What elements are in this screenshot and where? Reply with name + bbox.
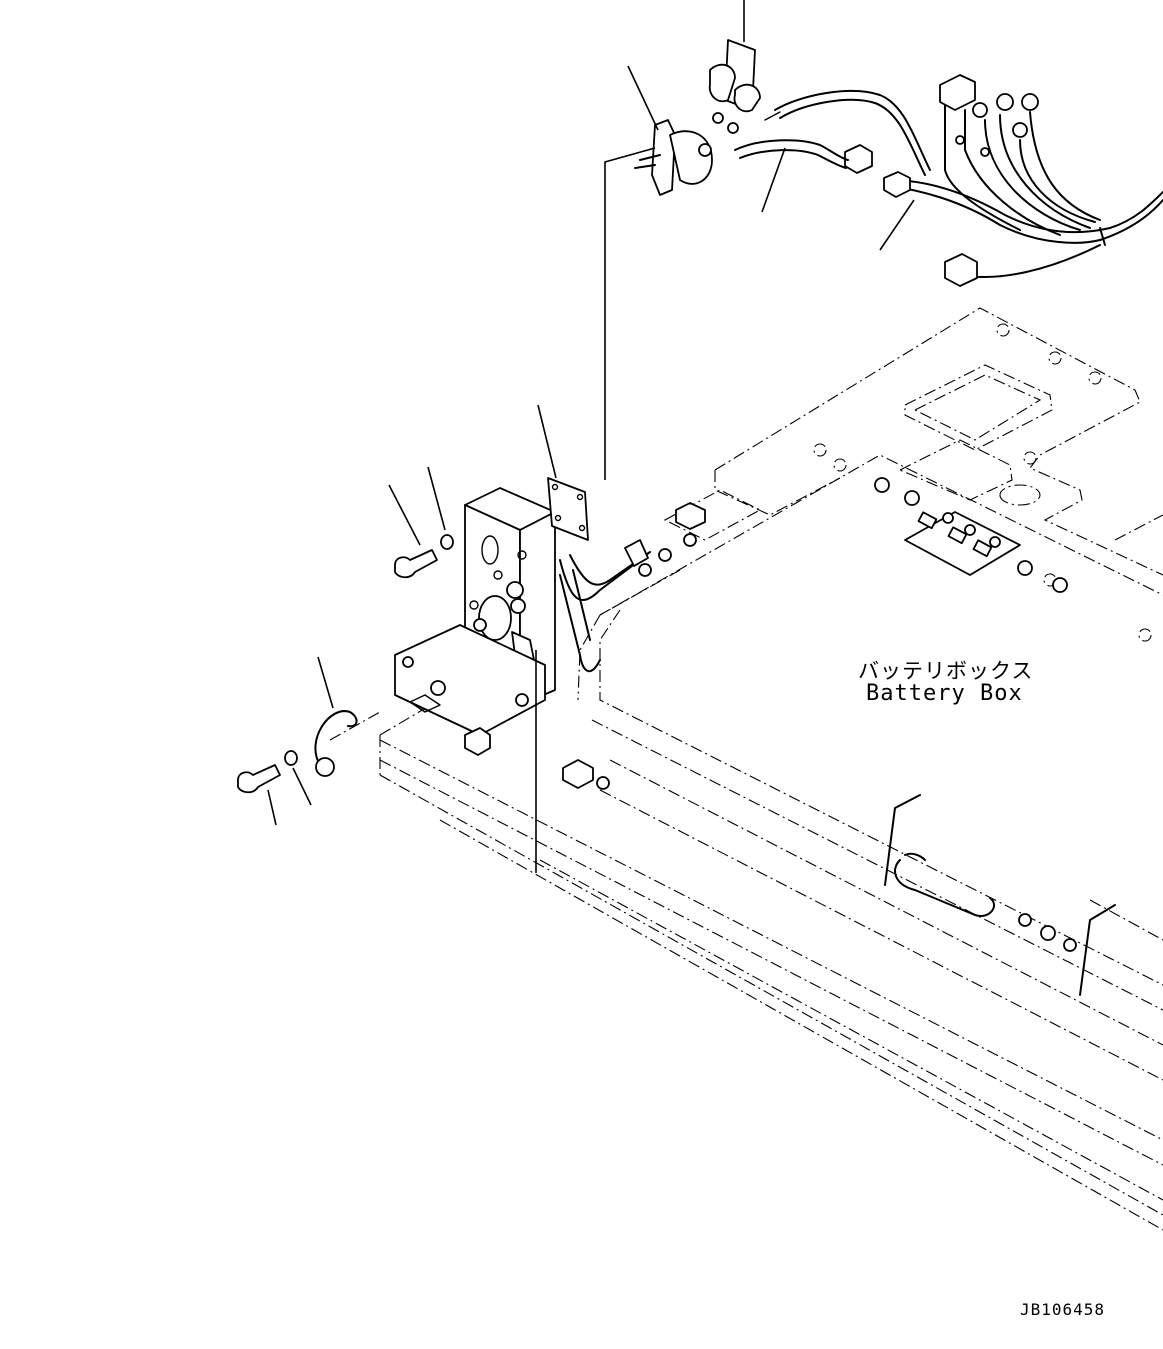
leader-lines — [267, 0, 915, 873]
wiring-harness — [712, 74, 1163, 287]
fasteners — [237, 534, 454, 794]
battery-box-outline — [379, 307, 1163, 1231]
drawing-number: JB106458 — [1020, 1300, 1106, 1319]
battery-box-hardware — [562, 477, 1116, 996]
battery-box-label-en: Battery Box — [866, 681, 1023, 706]
switch-bracket — [394, 477, 651, 756]
battery-box-label-jp: バッテリボックス — [858, 659, 1034, 683]
terminal-covers — [708, 39, 761, 113]
key-switch — [634, 119, 713, 196]
